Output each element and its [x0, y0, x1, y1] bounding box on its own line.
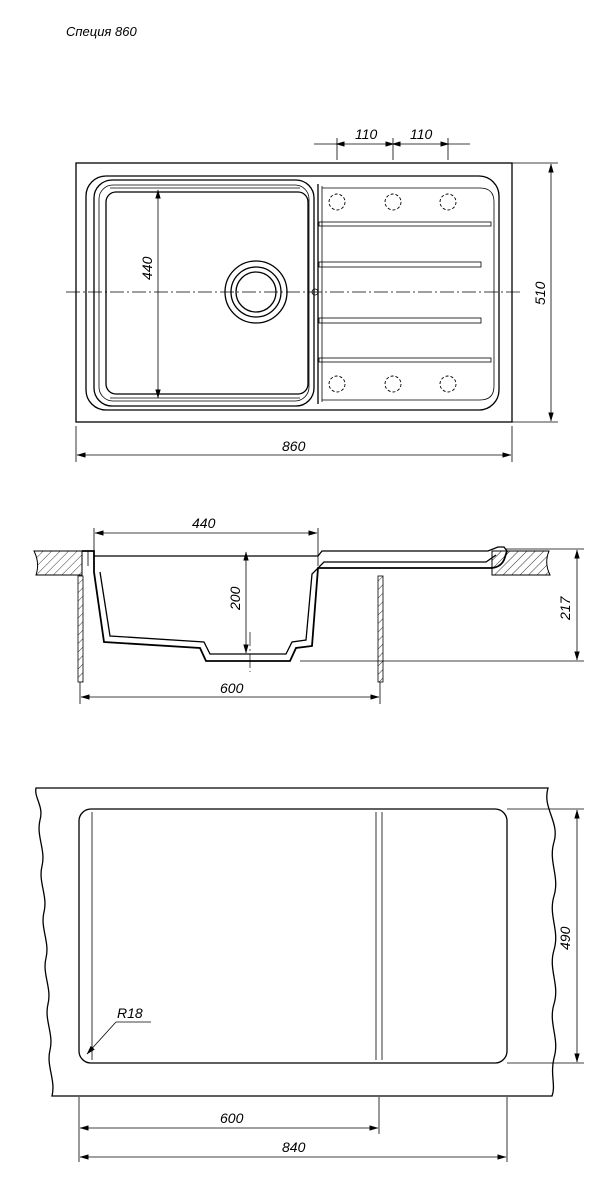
cutout-outline	[78, 808, 508, 1064]
drainboard	[311, 184, 495, 404]
dim-440-top: 440	[139, 256, 155, 280]
dim-total-width: 860	[75, 426, 513, 462]
dim-110-left: 110	[355, 126, 378, 142]
bowl-middle	[98, 184, 310, 402]
dim-total-height: 217	[300, 548, 584, 662]
bowl-outer	[93, 179, 315, 407]
dim-bowl-depth: 200	[227, 551, 249, 654]
section-view: 440 200 217 600	[33, 515, 584, 704]
dim-840: 840	[282, 1139, 306, 1155]
dim-110-right: 110	[410, 126, 433, 142]
sink-profile	[82, 550, 508, 662]
cabinet-wall-right	[377, 575, 384, 683]
dim-600-cutout: 600	[220, 1110, 244, 1126]
page-title: Специя 860	[66, 24, 137, 39]
dim-depth: 510	[512, 162, 558, 423]
dim-440-section: 440	[192, 515, 216, 531]
dim-200: 200	[227, 586, 243, 611]
dim-490: 490	[557, 926, 573, 950]
dim-bowl-length: 440	[139, 189, 161, 399]
bowl-inner	[105, 191, 309, 395]
dim-corner-radius: R18	[86, 1005, 151, 1055]
sink-rim	[85, 175, 500, 411]
sink-outline	[75, 162, 513, 423]
top-view: 110 110 440 510 860	[66, 126, 558, 462]
dim-cutout-width: 840	[79, 1097, 508, 1162]
faucet-holes	[328, 193, 457, 393]
countertop-left	[33, 550, 83, 576]
dim-860: 860	[282, 438, 306, 454]
dim-600-section: 600	[220, 680, 244, 696]
cutout-view: R18 490 600 840	[35, 787, 584, 1162]
countertop-right	[491, 550, 551, 576]
dim-510: 510	[532, 281, 548, 305]
cabinet-wall-left	[77, 575, 84, 683]
dim-cutout-depth: 490	[507, 808, 584, 1064]
countertop-outline	[35, 787, 557, 1097]
dim-faucet-spacing: 110 110	[314, 126, 470, 160]
dim-cabinet-width-section: 600	[79, 680, 381, 704]
dim-cabinet-width-cutout: 600	[78, 1097, 380, 1162]
dim-bowl-length-section: 440	[93, 515, 319, 566]
dim-r18: R18	[117, 1005, 143, 1021]
dim-217: 217	[557, 595, 573, 621]
